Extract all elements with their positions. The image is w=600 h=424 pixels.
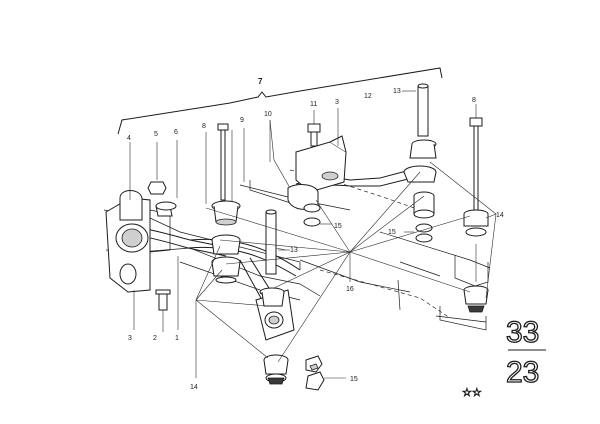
- callout-3-bottom: 3: [128, 335, 132, 342]
- leader-lines: [195, 161, 497, 378]
- callout-14-right: 14: [496, 212, 504, 219]
- callout-labels: 4 5 6 8 9 10 11 3 12 13 8 14 15 15 13 16…: [127, 88, 504, 391]
- center-bushing-stack: [211, 200, 241, 284]
- group-number-bottom: 23: [506, 356, 539, 389]
- callout-1: 1: [175, 335, 179, 342]
- callout-9: 9: [240, 117, 244, 124]
- callout-4: 4: [127, 135, 131, 142]
- callout-15-mid: 15: [334, 223, 342, 230]
- callout-3-top: 3: [335, 99, 339, 106]
- callout-8-right: 8: [472, 97, 476, 104]
- callout-16: 16: [346, 286, 354, 293]
- callout-15-right: 15: [388, 229, 396, 236]
- right-bushing-column: [403, 83, 437, 243]
- callout-11: 11: [310, 101, 317, 108]
- callout-15-bottom: 15: [350, 376, 358, 383]
- callout-7: 7: [258, 77, 263, 86]
- callout-5: 5: [154, 131, 158, 138]
- callout-6: 6: [174, 129, 178, 136]
- stars-icon: ☆☆: [462, 386, 482, 399]
- nut-group-15-lower: [305, 355, 346, 391]
- callout-13-mid: 13: [290, 247, 298, 254]
- right-long-bolt-column: [439, 104, 489, 331]
- callout-2: 2: [153, 335, 157, 342]
- group-number-badge: 33 23 ☆☆: [462, 315, 546, 399]
- callout-10: 10: [264, 111, 272, 118]
- spacer-tube-13: [243, 120, 290, 275]
- left-hardware: [129, 140, 179, 332]
- group-number-top: 33: [506, 316, 539, 349]
- bottom-bushing: [263, 354, 289, 385]
- lower-link-bracket: [255, 287, 295, 341]
- callout-8-left: 8: [202, 123, 206, 130]
- bracket-group-7: 7: [117, 67, 443, 135]
- callout-12: 12: [364, 93, 372, 100]
- center-long-bolt: [205, 123, 233, 210]
- callout-14-bottom: 14: [190, 384, 198, 391]
- callout-13-top: 13: [393, 88, 401, 95]
- upper-link-assembly: [269, 108, 347, 227]
